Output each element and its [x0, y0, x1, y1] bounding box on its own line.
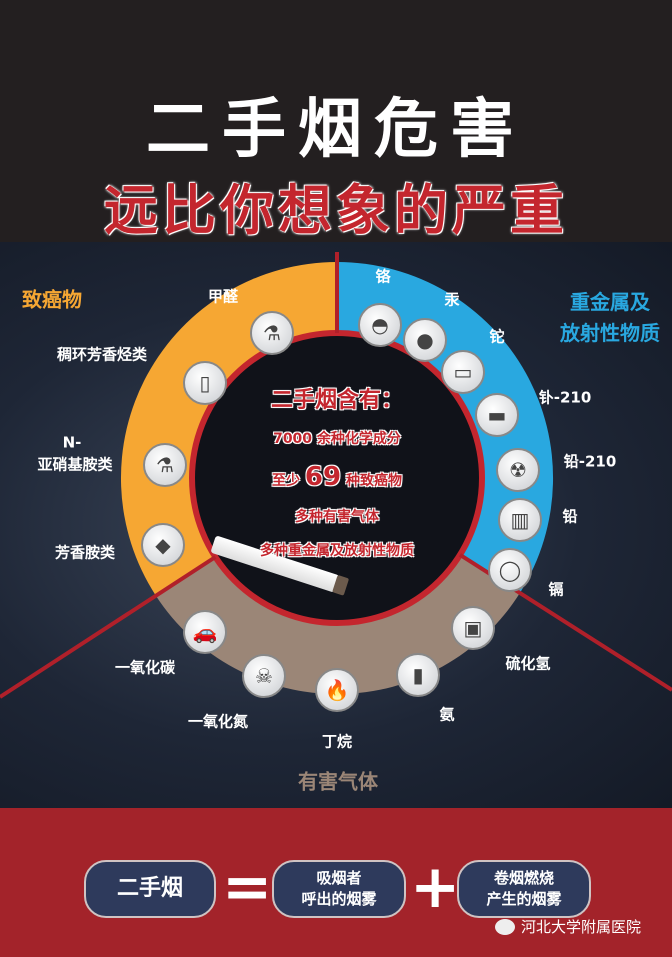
equals-sign: = — [222, 852, 273, 922]
label-mercury: 汞 — [444, 290, 460, 309]
label-ammonia: 氨 — [439, 705, 455, 724]
label-nitrosamines: 亚硝基胺类 — [37, 455, 113, 474]
exhaled-line-1: 吸烟者 — [316, 869, 362, 887]
sidestream-line-2: 产生的烟雾 — [486, 890, 562, 908]
label-butane: 丁烷 — [321, 732, 353, 751]
lead-bars-icon: ▥ — [498, 498, 542, 542]
line2-pre: 至少 — [272, 473, 301, 489]
label-formaldehyde: 甲醛 — [207, 287, 239, 306]
line2-post: 种致癌物 — [345, 473, 402, 489]
chromium-icon: ◓ — [358, 303, 402, 347]
category-harmful-gases: 有害气体 — [298, 769, 378, 794]
plus-sign: + — [410, 852, 461, 922]
title-line-1: 二手烟危害 — [146, 93, 526, 167]
label-thallium: 铊 — [489, 327, 505, 346]
formaldehyde-icon: ⚗ — [250, 311, 294, 355]
label-aromatic-amines: 芳香胺类 — [54, 543, 116, 562]
watermark: 河北大学附属医院 — [495, 916, 641, 937]
label-n: N- — [62, 433, 82, 452]
spray-bottle-icon: ▮ — [396, 653, 440, 697]
paint-can-icon: ▬ — [475, 393, 519, 437]
category-heavy-metals-2: 放射性物质 — [560, 321, 660, 345]
carcinogen-count: 69 — [304, 462, 342, 492]
center-summary: 二手烟含有： 7000 余种化学成分 至少 69 种致癌物 多种有害气体 多种重… — [260, 382, 414, 574]
cadmium-icon: ◯ — [488, 548, 532, 592]
radiation-icon: ☢ — [496, 448, 540, 492]
label-carbon-monoxide: 一氧化碳 — [114, 658, 176, 677]
label-nitric-oxide: 一氧化氮 — [187, 712, 249, 731]
center-line-2: 至少 69 种致癌物 — [260, 462, 414, 492]
center-line-3: 多种有害气体 — [295, 509, 379, 525]
center-line-1: 7000 余种化学成分 — [273, 431, 401, 447]
divider-left — [0, 555, 217, 699]
label-chromium: 铬 — [375, 267, 391, 286]
car-icon: 🚗 — [183, 610, 227, 654]
crystals-icon: ◆ — [141, 523, 185, 567]
label-pah: 稠环芳香烃类 — [56, 345, 148, 364]
label-cadmium: 镉 — [548, 580, 564, 599]
skull-icon: ☠ — [242, 654, 286, 698]
chemical-bottle-icon: ▣ — [451, 606, 495, 650]
flask-icon: ⚗ — [143, 443, 187, 487]
center-heading: 二手烟含有： — [270, 388, 403, 413]
center-line-4: 多种重金属及放射性物质 — [260, 543, 414, 559]
label-hydrogen-sulfide: 硫化氢 — [505, 654, 551, 673]
sidestream-line-1: 卷烟燃烧 — [493, 869, 554, 887]
wechat-icon — [495, 918, 515, 935]
exhaled-line-2: 呼出的烟雾 — [301, 890, 377, 908]
category-heavy-metals: 重金属及放射性物质 — [560, 287, 660, 349]
carcinogen-segment — [120, 262, 337, 596]
mercury-icon: ● — [403, 318, 447, 362]
canister-icon: ▯ — [183, 361, 227, 405]
header: 二手烟危害 远比你想象的严重 — [0, 0, 672, 242]
watermark-text: 河北大学附属医院 — [521, 918, 642, 936]
category-heavy-metals-1: 重金属及 — [570, 290, 650, 314]
pill-exhaled-smoke: 吸烟者呼出的烟雾 — [272, 860, 406, 918]
title-line-2: 远比你想象的严重 — [104, 179, 568, 242]
pill-secondhand-smoke: 二手烟 — [84, 860, 216, 918]
category-carcinogens: 致癌物 — [22, 287, 82, 312]
label-lead: 铅 — [562, 507, 578, 526]
label-polonium: 钋-210 — [538, 388, 592, 407]
pill-sidestream-smoke: 卷烟燃烧产生的烟雾 — [457, 860, 591, 918]
lighter-icon: 🔥 — [315, 668, 359, 712]
jar-icon: ▭ — [441, 350, 485, 394]
label-lead-210: 铅-210 — [563, 452, 617, 471]
